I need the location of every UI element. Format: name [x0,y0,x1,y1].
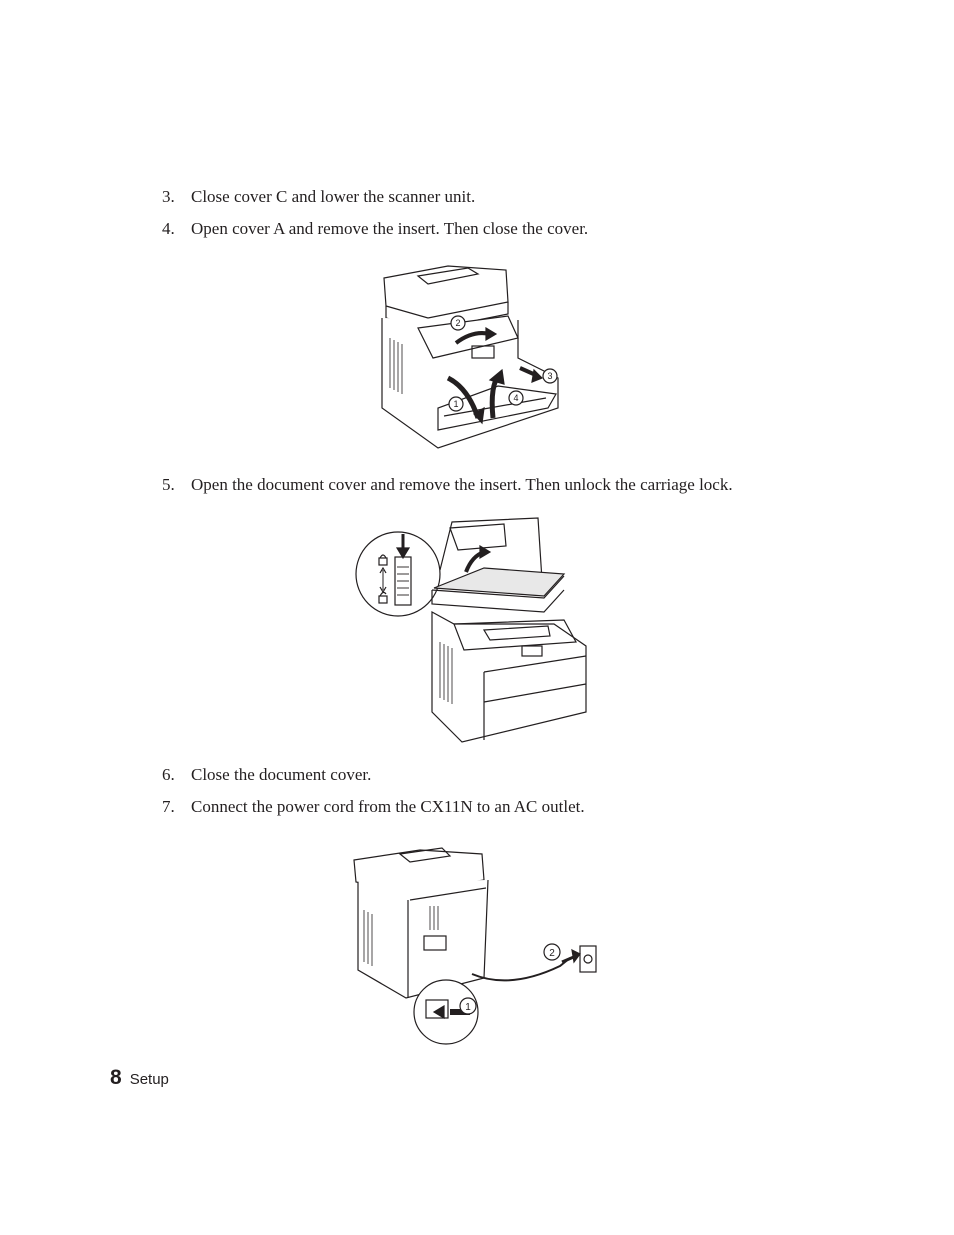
step-3: 3. Close cover C and lower the scanner un… [162,187,475,207]
svg-text:2: 2 [549,948,555,959]
svg-text:4: 4 [513,393,518,403]
step-number: 7. [162,797,175,816]
svg-text:1: 1 [465,1002,471,1013]
svg-text:2: 2 [455,318,460,328]
step-text: Open the document cover and remove the i… [191,475,733,494]
step-text: Connect the power cord from the CX11N to… [191,797,585,816]
figure-carriage-lock [354,512,590,746]
step-number: 4. [162,219,175,238]
svg-text:3: 3 [547,371,552,381]
step-5: 5. Open the document cover and remove the… [162,475,733,495]
step-number: 5. [162,475,175,494]
svg-text:1: 1 [453,399,458,409]
step-text: Close the document cover. [191,765,372,784]
page-number: 8 [110,1066,122,1089]
step-7: 7. Connect the power cord from the CX11N … [162,797,585,817]
figure-open-cover-a: 2 3 1 4 [378,258,568,453]
step-number: 6. [162,765,175,784]
section-name: Setup [129,1071,169,1088]
step-4: 4. Open cover A and remove the insert. Th… [162,219,588,239]
step-text: Open cover A and remove the insert. Then… [191,219,589,238]
page-footer: 8 Setup [110,1066,169,1090]
step-number: 3. [162,187,175,206]
step-text: Close cover C and lower the scanner unit… [191,187,476,206]
step-6: 6. Close the document cover. [162,765,371,785]
